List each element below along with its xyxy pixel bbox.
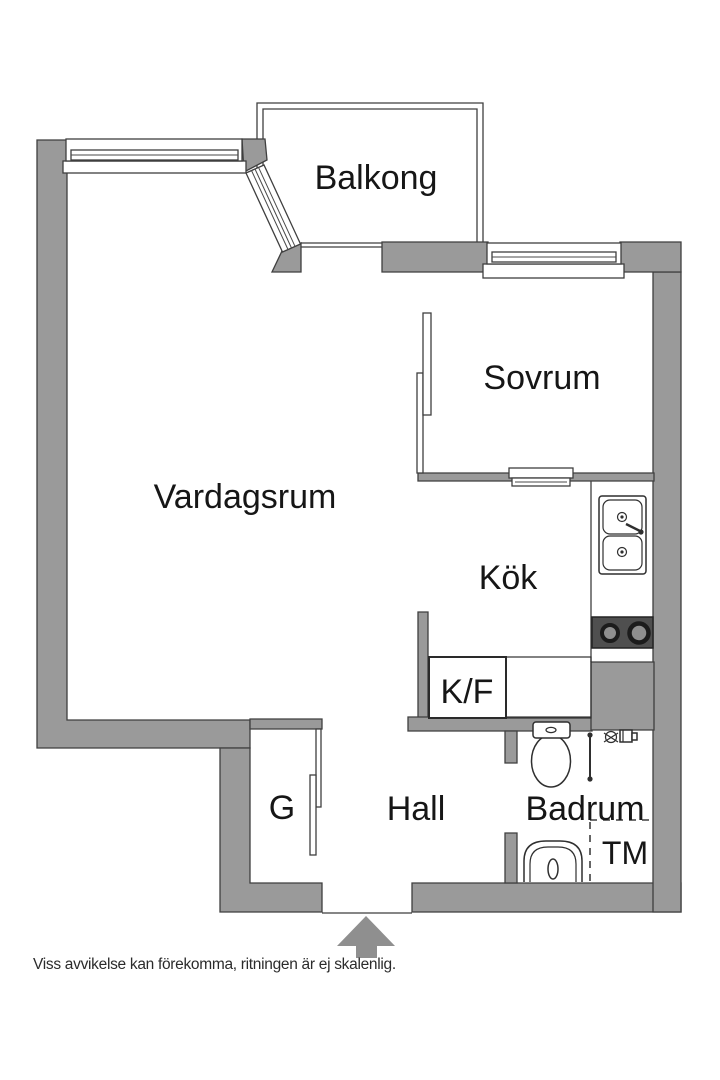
lower-left-wall xyxy=(219,747,323,913)
kitchen-hall-wall xyxy=(417,611,429,719)
bedroom-partition-wall xyxy=(416,372,424,474)
label-wardrobe: G xyxy=(269,789,295,827)
room-label-kitchen: Kök xyxy=(479,559,539,597)
wardrobe-sliding-door xyxy=(309,774,317,856)
bedroom-sliding-door xyxy=(422,312,432,416)
bay-window xyxy=(245,164,302,253)
toilet-icon xyxy=(530,721,572,788)
washing-machine-dashed-boundary xyxy=(589,819,653,881)
balcony-outline xyxy=(256,102,484,242)
wardrobe-top-wall xyxy=(249,718,323,730)
kitchen-sink-icon xyxy=(598,495,647,575)
pass-through-window xyxy=(508,467,574,487)
balcony-door-opening xyxy=(301,242,383,248)
bath-door-stub-upper xyxy=(504,730,518,764)
room-label-living-room: Vardagsrum xyxy=(154,478,337,516)
bedroom-window xyxy=(482,242,625,279)
room-label-hall: Hall xyxy=(387,790,446,828)
room-label-balcony: Balkong xyxy=(315,159,438,197)
faucet-icon xyxy=(603,729,638,744)
room-label-bedroom: Sovrum xyxy=(483,359,600,397)
kitchen-bath-wall-mass xyxy=(590,661,655,731)
exterior-walls xyxy=(36,138,682,913)
label-fridge-freezer: K/F xyxy=(441,673,494,711)
shower-screen-line xyxy=(587,732,593,782)
bath-door-stub-lower xyxy=(504,832,518,884)
entry-arrow-icon xyxy=(337,916,395,958)
top-right-wall xyxy=(619,241,682,273)
left-wall xyxy=(36,139,251,749)
fridge-freezer-box xyxy=(428,656,507,719)
label-washing-machine: TM xyxy=(602,835,648,871)
wardrobe-side-wall xyxy=(315,728,322,808)
right-wall xyxy=(652,271,682,913)
washbasin-icon xyxy=(523,840,583,882)
disclaimer-text: Viss avvikelse kan förekomma, ritningen … xyxy=(33,956,396,973)
balcony-bottom-wall xyxy=(381,241,489,273)
room-label-bathroom: Badrum xyxy=(525,790,644,828)
stove-icon xyxy=(591,616,654,649)
bottom-wall xyxy=(411,882,682,913)
living-room-window xyxy=(62,138,247,174)
